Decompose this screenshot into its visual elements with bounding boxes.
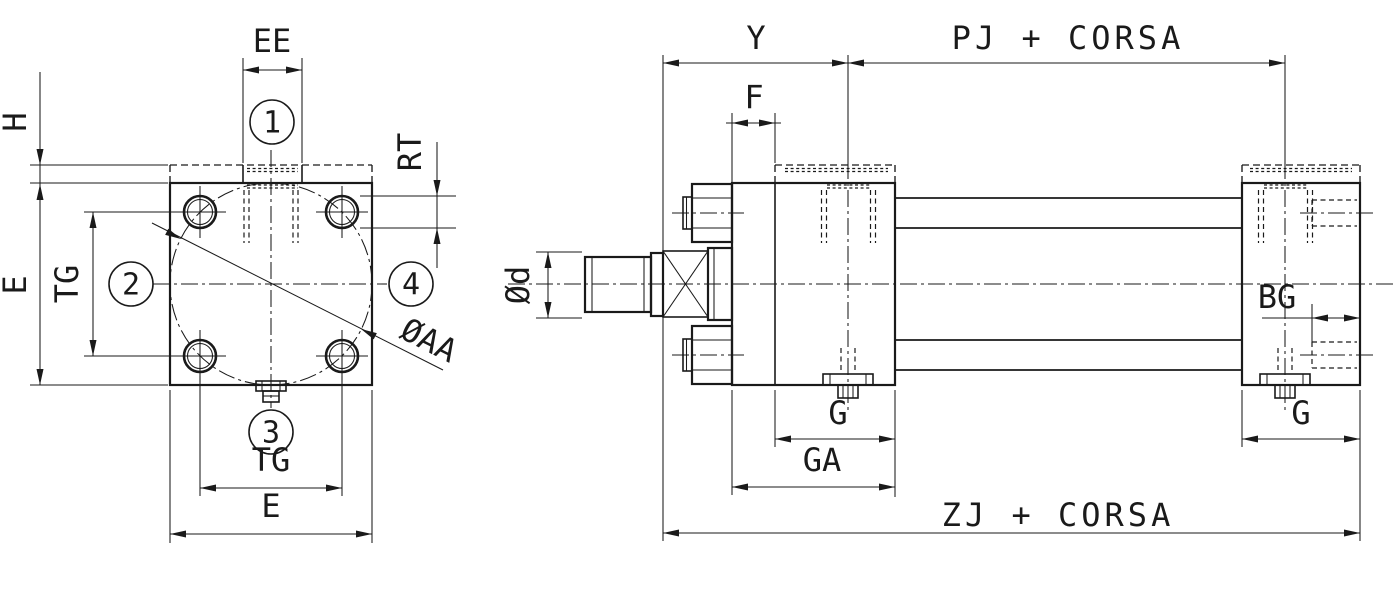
dimension-bg: BG xyxy=(1258,278,1360,342)
port-label-2: 2 xyxy=(122,268,140,303)
dim-label-h: H xyxy=(0,112,34,131)
centerlines xyxy=(153,150,387,408)
dim-label-tg-bottom: TG xyxy=(252,441,291,479)
dim-label-zj-corsa: ZJ + CORSA xyxy=(942,496,1175,534)
dimension-f: F xyxy=(726,78,781,183)
drain-plug-rear-head xyxy=(1259,348,1311,399)
dimension-h-e-left: H E xyxy=(0,72,168,386)
dim-label-bg: BG xyxy=(1258,278,1297,316)
dimension-zj-corsa: ZJ + CORSA xyxy=(663,496,1360,537)
port-boss xyxy=(242,165,303,243)
tie-rod-hole-bottom-left xyxy=(174,330,226,382)
port-callout-3: 3 xyxy=(248,409,294,455)
dim-label-rt: RT xyxy=(391,133,429,172)
piston-rod-end xyxy=(583,251,665,318)
dimension-y: Y xyxy=(662,19,848,541)
dim-label-g-cap: G xyxy=(1291,394,1310,432)
dim-label-pj-corsa: PJ + CORSA xyxy=(952,19,1185,57)
dimension-e-bottom: E xyxy=(169,390,373,543)
dimension-rod-diameter: Ød xyxy=(499,251,582,319)
dimension-g-head: G xyxy=(774,390,896,497)
port-label-4: 4 xyxy=(402,268,420,303)
port-callout-4: 4 xyxy=(388,261,434,307)
tie-rod-hole-top-right xyxy=(316,186,368,238)
dim-label-ee: EE xyxy=(253,22,292,60)
dim-label-rod-diameter: Ød xyxy=(499,266,537,305)
drain-plug-front-head xyxy=(822,348,874,399)
rear-tie-rod-thread-top xyxy=(1300,199,1375,227)
dimension-ga: GA xyxy=(731,390,895,495)
bolt-circle xyxy=(169,182,373,386)
tie-rod-nut-bottom xyxy=(672,324,744,386)
rear-tie-rod-thread-bottom xyxy=(1300,341,1375,369)
left-view: EE H E TG RT xyxy=(0,22,463,543)
port-callout-1: 1 xyxy=(249,99,295,145)
dimension-tg-bottom: TG xyxy=(199,376,343,496)
dimension-ee: EE xyxy=(242,22,303,163)
dimension-g-cap: G xyxy=(1241,390,1361,541)
tie-rod-hole-top-left xyxy=(174,186,226,238)
dim-label-f: F xyxy=(744,78,763,116)
dim-label-bolt-circle: ØAA xyxy=(395,310,464,370)
port-label-3: 3 xyxy=(262,416,280,451)
drain-plug-front-view xyxy=(255,380,287,403)
dim-label-ga: GA xyxy=(803,441,842,479)
dim-label-e-bottom: E xyxy=(261,487,280,525)
tie-rod-nut-top xyxy=(672,182,744,244)
port-callout-2: 2 xyxy=(108,261,154,307)
port-label-1: 1 xyxy=(263,106,281,141)
dimension-rt: RT xyxy=(360,133,456,268)
cylinder-barrel-tie-rods xyxy=(895,197,1242,371)
tie-rod-hole-bottom-right xyxy=(316,330,368,382)
dimension-pj-corsa: PJ + CORSA xyxy=(848,19,1285,67)
dim-label-tg-side: TG xyxy=(48,265,86,304)
dimension-tg-left: TG xyxy=(48,211,174,357)
dim-label-g-head: G xyxy=(828,394,847,432)
dim-label-y: Y xyxy=(746,19,765,57)
dim-label-e-side: E xyxy=(0,275,34,294)
rear-head xyxy=(1240,55,1362,410)
front-head xyxy=(730,55,897,410)
side-view: Y PJ + CORSA F Ød BG xyxy=(499,19,1396,541)
